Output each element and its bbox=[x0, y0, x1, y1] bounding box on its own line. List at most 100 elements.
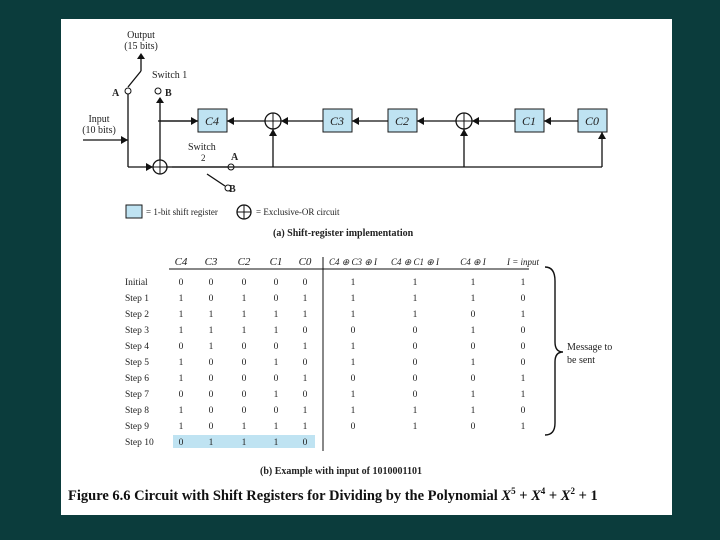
poly-x4: X bbox=[531, 487, 541, 504]
caption-a: (a) Shift-register implementation bbox=[273, 228, 414, 239]
switch1-contact-b bbox=[154, 87, 162, 95]
table-cell: 1 bbox=[303, 310, 308, 320]
switch2-contact-b bbox=[224, 184, 232, 192]
table-cell: 1 bbox=[209, 326, 214, 336]
table-cell: 0 bbox=[351, 326, 356, 336]
table-cell: 1 bbox=[179, 326, 184, 336]
switch2-number: 2 bbox=[201, 153, 206, 163]
row-label: Step 2 bbox=[125, 310, 149, 320]
poly-x2: X bbox=[560, 487, 571, 504]
table-cell: 1 bbox=[351, 310, 356, 320]
table-cell: 0 bbox=[303, 438, 308, 448]
switch2-pos-b: B bbox=[229, 184, 236, 195]
row-label: Step 5 bbox=[125, 358, 149, 368]
poly-exp4: 4 bbox=[540, 486, 546, 496]
poly-one: 1 bbox=[590, 487, 598, 504]
table-cell: 1 bbox=[274, 390, 279, 400]
circuit-diagram: Output (15 bits) Switch 1 A B Input (10 … bbox=[82, 30, 608, 239]
table-header-cell: C4 ⊕ I bbox=[460, 257, 487, 267]
table-cell: 0 bbox=[413, 374, 418, 384]
table-cell: 0 bbox=[413, 342, 418, 352]
table-cell: 1 bbox=[351, 294, 356, 304]
switch1-contact-a bbox=[124, 87, 132, 95]
row-label: Step 6 bbox=[125, 374, 149, 384]
table-cell: 0 bbox=[471, 374, 476, 384]
brace-label-line2: be sent bbox=[567, 355, 595, 366]
table-cell: 0 bbox=[471, 310, 476, 320]
table-cell: 1 bbox=[521, 278, 526, 288]
table-cell: 1 bbox=[521, 422, 526, 432]
switch1-pos-a: A bbox=[112, 88, 120, 99]
row-label: Step 4 bbox=[125, 342, 149, 352]
table-cell: 0 bbox=[521, 326, 526, 336]
table-cell: 1 bbox=[242, 310, 247, 320]
table-cell: 1 bbox=[521, 310, 526, 320]
table-cell: 0 bbox=[303, 326, 308, 336]
table-cell: 1 bbox=[471, 406, 476, 416]
table-header-cell: C4 ⊕ C1 ⊕ I bbox=[391, 257, 440, 267]
legend-xor-text: = Exclusive-OR circuit bbox=[256, 207, 340, 217]
row-label: Step 1 bbox=[125, 294, 149, 304]
table-cell: 0 bbox=[521, 342, 526, 352]
table-header-cell: C2 bbox=[238, 256, 251, 268]
table-cell: 0 bbox=[521, 294, 526, 304]
table-cell: 1 bbox=[209, 342, 214, 352]
table-cell: 0 bbox=[413, 390, 418, 400]
table-header-cell: C4 ⊕ C3 ⊕ I bbox=[329, 257, 378, 267]
table-cell: 0 bbox=[242, 278, 247, 288]
message-brace bbox=[544, 266, 564, 436]
poly-plus3: + bbox=[574, 487, 591, 504]
table-cell: 1 bbox=[274, 358, 279, 368]
table-cell: 1 bbox=[303, 374, 308, 384]
row-label: Step 10 bbox=[125, 438, 154, 448]
table-cell: 1 bbox=[351, 390, 356, 400]
table-cell: 0 bbox=[242, 406, 247, 416]
table-cell: 0 bbox=[471, 342, 476, 352]
input-label: Input bbox=[88, 114, 109, 125]
highlight-row bbox=[173, 435, 315, 448]
row-label: Step 8 bbox=[125, 406, 149, 416]
table-cell: 1 bbox=[179, 310, 184, 320]
table-header-cell: C1 bbox=[270, 256, 283, 268]
switch1-label: Switch 1 bbox=[152, 70, 187, 81]
register-c3-label: C3 bbox=[330, 114, 344, 128]
table-cell: 0 bbox=[209, 294, 214, 304]
table-cell: 0 bbox=[179, 438, 184, 448]
poly-exp2: 2 bbox=[570, 486, 575, 496]
register-c1-label: C1 bbox=[522, 114, 536, 128]
table-cell: 1 bbox=[274, 438, 279, 448]
table-cell: 0 bbox=[209, 390, 214, 400]
table-cell: 0 bbox=[242, 358, 247, 368]
table-cell: 0 bbox=[274, 294, 279, 304]
switch2-label: Switch bbox=[188, 142, 216, 153]
table-cell: 1 bbox=[471, 294, 476, 304]
table-header-cell: C3 bbox=[205, 256, 218, 268]
table-cell: 1 bbox=[179, 374, 184, 384]
table-cell: 1 bbox=[209, 438, 214, 448]
table-cell: 1 bbox=[413, 294, 418, 304]
table-cell: 0 bbox=[209, 406, 214, 416]
table-cell: 1 bbox=[242, 422, 247, 432]
table-cell: 1 bbox=[471, 326, 476, 336]
poly-plus1: + bbox=[515, 487, 532, 504]
table-header-cell: I = input bbox=[506, 257, 540, 267]
table-cell: 1 bbox=[471, 358, 476, 368]
switch1-pos-b: B bbox=[165, 88, 172, 99]
table-cell: 1 bbox=[413, 310, 418, 320]
table-cell: 1 bbox=[303, 406, 308, 416]
caption-b: (b) Example with input of 1010001101 bbox=[260, 466, 422, 477]
row-label: Step 9 bbox=[125, 422, 149, 432]
table-cell: 0 bbox=[521, 406, 526, 416]
table-cell: 0 bbox=[209, 278, 214, 288]
table-cell: 0 bbox=[242, 390, 247, 400]
legend-register-box bbox=[125, 204, 143, 219]
table-cell: 1 bbox=[179, 406, 184, 416]
poly-exp5: 5 bbox=[511, 486, 516, 496]
table-cell: 0 bbox=[274, 406, 279, 416]
